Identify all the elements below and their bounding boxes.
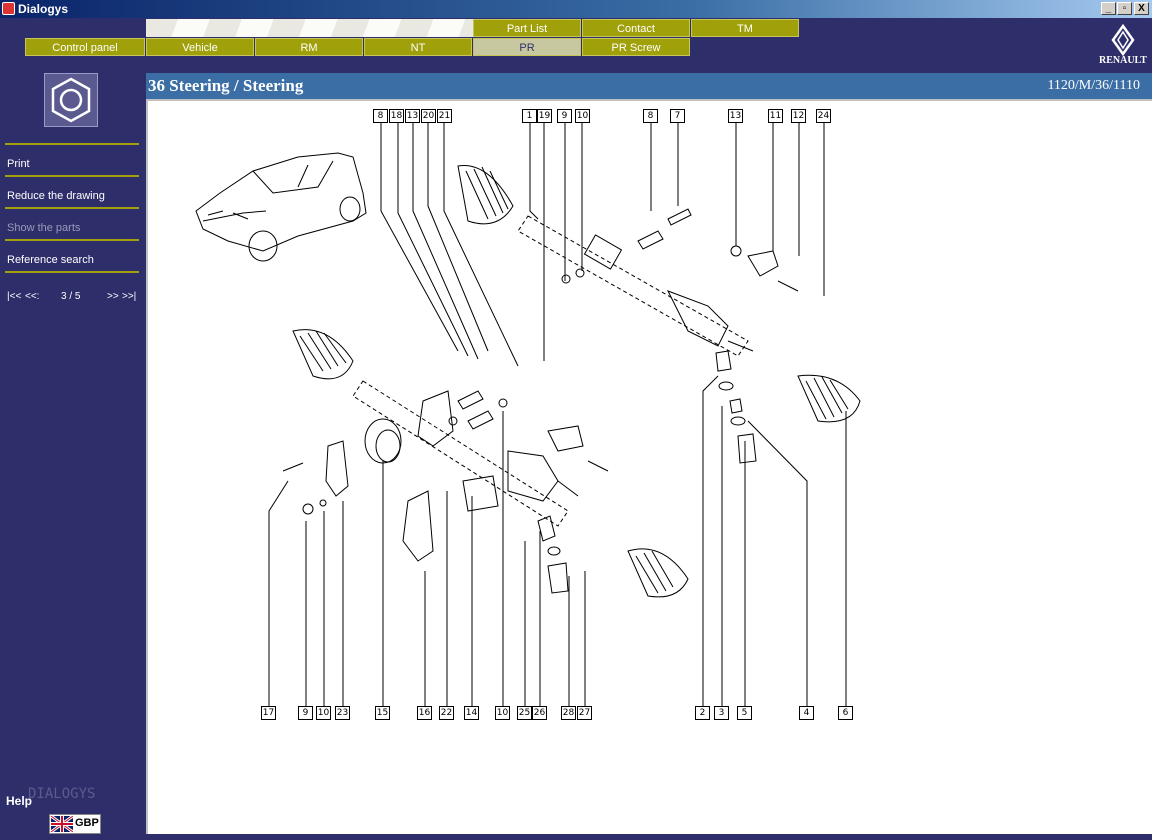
tab-rm[interactable]: RM	[255, 38, 363, 56]
callout-label[interactable]: 27	[577, 706, 592, 720]
callout-label[interactable]: 26	[532, 706, 547, 720]
callout-label[interactable]: 7	[670, 109, 685, 123]
window-titlebar: Dialogys _ ▫ X	[0, 0, 1152, 18]
callout-label[interactable]: 2	[695, 706, 710, 720]
currency-selector[interactable]: GBP	[49, 814, 101, 834]
callout-label[interactable]: 16	[417, 706, 432, 720]
callout-label[interactable]: 17	[261, 706, 276, 720]
lower-small-parts	[282, 390, 609, 594]
callout-label[interactable]: 9	[298, 706, 313, 720]
content-header: 36 Steering / Steering 1120/M/36/1110	[146, 73, 1152, 99]
nav-decor-stripe	[146, 19, 474, 37]
callout-label[interactable]: 8	[643, 109, 658, 123]
upper-small-parts	[561, 208, 799, 292]
callout-label[interactable]: 13	[405, 109, 420, 123]
callout-label[interactable]: 18	[389, 109, 404, 123]
renault-diamond-icon	[1111, 23, 1135, 57]
callout-label[interactable]: 8	[373, 109, 388, 123]
app-icon	[2, 2, 15, 15]
menu-divider	[5, 271, 139, 273]
right-boots	[627, 350, 861, 598]
menu-reference-search[interactable]: Reference search	[7, 254, 94, 266]
callout-label[interactable]: 6	[838, 706, 853, 720]
callout-label[interactable]: 13	[728, 109, 743, 123]
callout-label[interactable]: 10	[575, 109, 590, 123]
menu-divider	[5, 175, 139, 177]
pager-next[interactable]: >>	[107, 291, 119, 302]
callout-label[interactable]: 20	[421, 109, 436, 123]
tab-tm[interactable]: TM	[691, 19, 799, 37]
left-boot	[292, 329, 354, 380]
callout-label[interactable]: 28	[561, 706, 576, 720]
menu-reduce-drawing[interactable]: Reduce the drawing	[7, 190, 105, 202]
pager-position: 3 / 5	[61, 291, 81, 302]
pager-prev[interactable]: <<:	[25, 291, 40, 302]
menu-divider	[5, 143, 139, 145]
callout-label[interactable]: 25	[517, 706, 532, 720]
minimize-button[interactable]: _	[1101, 2, 1116, 15]
upper-steering-rack	[457, 165, 754, 357]
callout-label[interactable]: 3	[714, 706, 729, 720]
pager-last[interactable]: >>|	[122, 291, 137, 302]
callout-label[interactable]: 15	[375, 706, 390, 720]
renault-logo: RENAULT	[1096, 23, 1150, 68]
callout-label[interactable]: 22	[439, 706, 454, 720]
callout-label[interactable]: 24	[816, 109, 831, 123]
dialogys-watermark: DIALOGYS	[28, 786, 96, 802]
tab-part-list[interactable]: Part List	[473, 19, 581, 37]
callout-label[interactable]: 12	[791, 109, 806, 123]
callout-label[interactable]: 4	[799, 706, 814, 720]
leader-lines	[268, 123, 847, 706]
tab-contact[interactable]: Contact	[582, 19, 690, 37]
callout-label[interactable]: 11	[768, 109, 783, 123]
window-title: Dialogys	[18, 2, 69, 16]
tab-pr-screw[interactable]: PR Screw	[582, 38, 690, 56]
tab-vehicle[interactable]: Vehicle	[146, 38, 254, 56]
currency-code: GBP	[75, 817, 99, 829]
callout-label[interactable]: 14	[464, 706, 479, 720]
callout-label[interactable]: 9	[557, 109, 572, 123]
nut-icon	[44, 73, 98, 127]
callout-label[interactable]: 10	[316, 706, 331, 720]
menu-print[interactable]: Print	[7, 158, 30, 170]
menu-divider	[5, 239, 139, 241]
drawing-canvas[interactable]: 8 18 13 20 21 1 19 9 10 8 7 13 11 12 24 …	[146, 99, 1152, 834]
callout-label[interactable]: 21	[437, 109, 452, 123]
sidebar: Print Reduce the drawing Show the parts …	[0, 73, 145, 840]
car-illustration	[195, 152, 367, 262]
restore-button[interactable]: ▫	[1117, 2, 1132, 15]
callout-label[interactable]: 19	[537, 109, 552, 123]
tab-control-panel[interactable]: Control panel	[25, 38, 145, 56]
uk-flag-icon	[51, 816, 73, 832]
pager-first[interactable]: |<<	[7, 291, 22, 302]
drawing-reference: 1120/M/36/1110	[1047, 78, 1140, 93]
callout-label[interactable]: 10	[495, 706, 510, 720]
callout-label[interactable]: 5	[737, 706, 752, 720]
close-button[interactable]: X	[1134, 2, 1149, 15]
page-title: 36 Steering / Steering	[148, 76, 304, 95]
callout-label[interactable]: 1	[522, 109, 537, 123]
tab-pr[interactable]: PR	[473, 38, 581, 56]
exploded-steering-diagram	[195, 123, 861, 706]
lower-steering-rack	[352, 380, 579, 527]
help-link[interactable]: Help	[6, 794, 33, 808]
renault-logo-text: RENAULT	[1099, 55, 1147, 66]
menu-show-parts: Show the parts	[7, 222, 81, 234]
menu-divider	[5, 207, 139, 209]
callout-label[interactable]: 23	[335, 706, 350, 720]
tab-nt[interactable]: NT	[364, 38, 472, 56]
